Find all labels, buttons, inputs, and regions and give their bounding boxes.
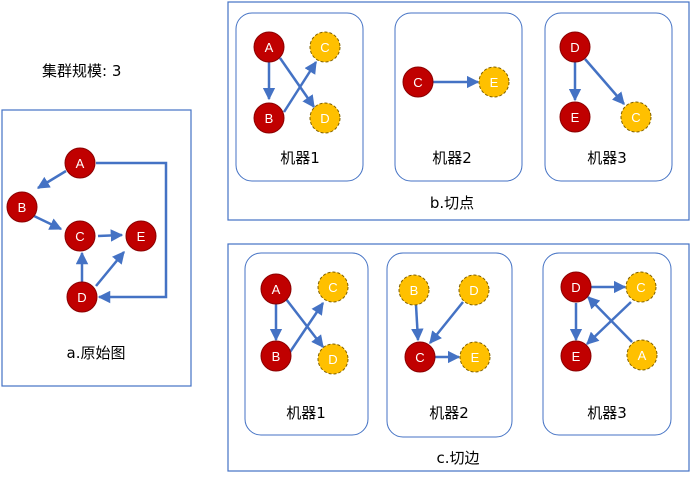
svg-text:E: E <box>137 229 146 244</box>
graph-node: C <box>317 271 349 303</box>
original-graph-edges <box>33 161 168 304</box>
graph-node: C <box>404 341 436 373</box>
machine-box-c1 <box>244 252 369 436</box>
graph-node: B <box>253 102 285 134</box>
graph-node: D <box>317 343 349 375</box>
svg-text:A: A <box>638 348 647 363</box>
graph-node: A <box>253 31 285 63</box>
machine-box-b2 <box>394 12 523 182</box>
svg-text:C: C <box>631 110 640 125</box>
panel-edge-cut <box>227 243 690 472</box>
graph-node: C <box>625 271 657 303</box>
svg-text:E: E <box>571 110 580 125</box>
graph-node: E <box>478 66 510 98</box>
edge-a-d <box>285 298 324 348</box>
machine-label-b1: 机器1 <box>280 149 320 167</box>
graph-node: D <box>66 281 98 313</box>
svg-text:B: B <box>272 349 281 364</box>
svg-text:E: E <box>471 350 480 365</box>
graph-node: E <box>459 341 491 373</box>
caption-edge-cut: c.切边 <box>436 449 479 467</box>
machine-box-c3 <box>542 252 672 436</box>
svg-text:E: E <box>490 75 499 90</box>
svg-text:D: D <box>328 352 337 367</box>
graph-node: E <box>560 340 592 372</box>
graph-node: C <box>402 66 434 98</box>
graph-node: B <box>260 340 292 372</box>
graph-node: A <box>64 147 96 179</box>
edge-d-e <box>95 251 125 287</box>
svg-text:A: A <box>272 282 281 297</box>
svg-text:B: B <box>265 111 274 126</box>
edge-b-c <box>282 60 318 113</box>
caption-vertex-cut: b.切点 <box>430 194 474 212</box>
edge-a-d <box>96 161 168 304</box>
graph-node: A <box>260 273 292 305</box>
svg-text:C: C <box>328 280 337 295</box>
svg-text:A: A <box>76 156 85 171</box>
svg-text:C: C <box>636 280 645 295</box>
graph-node: D <box>559 31 591 63</box>
svg-text:C: C <box>320 40 329 55</box>
edge-d-c <box>584 58 625 105</box>
machine-box-c2 <box>386 252 513 438</box>
svg-text:B: B <box>410 283 419 298</box>
svg-text:A: A <box>265 40 274 55</box>
svg-text:B: B <box>18 200 27 215</box>
svg-text:D: D <box>77 290 86 305</box>
graph-node: C <box>309 31 341 63</box>
cluster-size-label: 集群规模: 3 <box>42 62 121 80</box>
edge-b-c <box>411 304 424 342</box>
panel-vertex-cut <box>227 1 690 221</box>
machine-label-c2: 机器2 <box>429 404 469 422</box>
svg-text:C: C <box>415 350 424 365</box>
machine-label-c1: 机器1 <box>286 404 326 422</box>
machine-label-b3: 机器3 <box>587 149 627 167</box>
edge-a-d <box>587 296 633 343</box>
edge-c-e <box>586 301 632 345</box>
svg-text:C: C <box>413 75 422 90</box>
panel-original-graph <box>1 109 192 387</box>
machine-label-c3: 机器3 <box>587 404 627 422</box>
edge-c-e <box>97 229 124 242</box>
graph-node: C <box>620 101 652 133</box>
machine-label-b2: 机器2 <box>432 149 472 167</box>
edge-b-c <box>33 214 63 231</box>
svg-text:C: C <box>75 229 84 244</box>
edge-b-c <box>288 301 325 353</box>
graph-node: A <box>626 339 658 371</box>
graph-node: D <box>309 102 341 134</box>
edge-a-b <box>36 169 67 190</box>
caption-original-graph: a.原始图 <box>67 344 126 362</box>
graph-node: D <box>560 271 592 303</box>
svg-text:E: E <box>572 349 581 364</box>
graph-node: E <box>125 220 157 252</box>
graph-node: C <box>64 220 96 252</box>
svg-text:D: D <box>320 111 329 126</box>
svg-text:D: D <box>571 280 580 295</box>
graph-node: E <box>559 101 591 133</box>
graph-node: B <box>6 191 38 223</box>
svg-text:D: D <box>570 40 579 55</box>
machine-box-b3 <box>544 12 673 182</box>
edge-a-d <box>278 57 316 109</box>
svg-text:D: D <box>469 283 478 298</box>
graph-node: D <box>458 274 490 306</box>
edge-d-c <box>429 301 464 344</box>
original-graph-nodes: A B C D E <box>6 147 157 313</box>
graph-node: B <box>398 274 430 306</box>
machine-box-b1 <box>235 12 364 182</box>
